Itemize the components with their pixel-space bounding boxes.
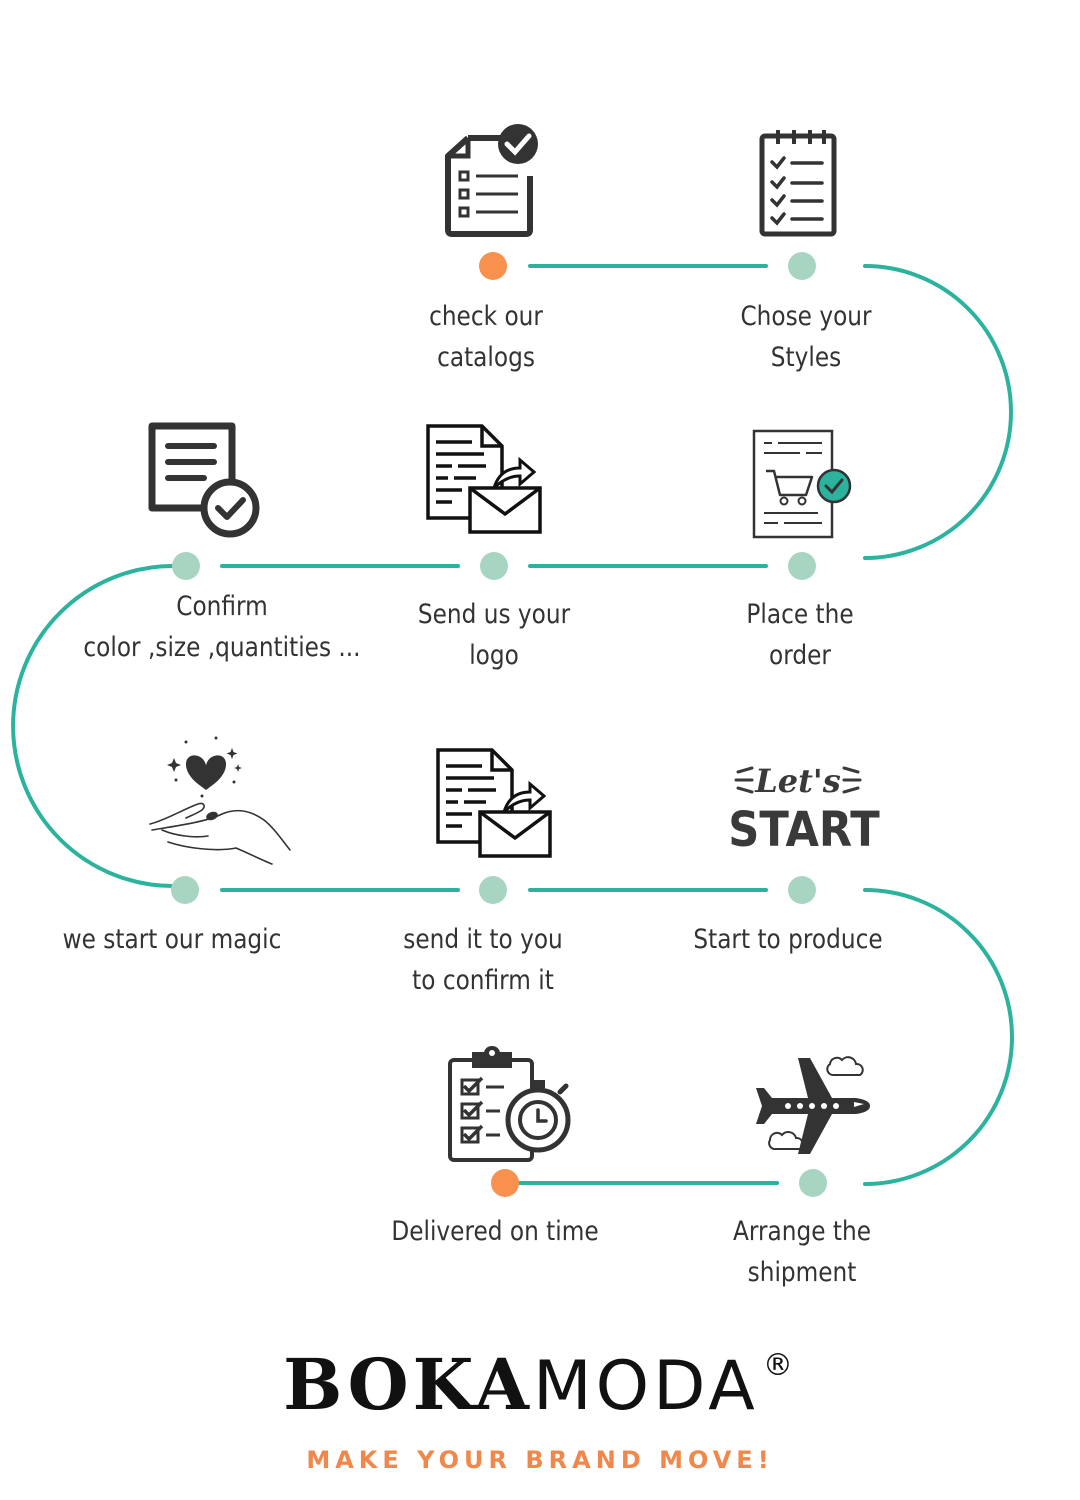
- order-cart-document-icon: [752, 429, 852, 539]
- start-text: START: [730, 802, 880, 858]
- step-dot: [480, 552, 508, 580]
- step-dot: [171, 876, 199, 904]
- step-dot: [799, 1169, 827, 1197]
- lets-start-icon: Let's START: [730, 762, 880, 858]
- connector-curve-right: [863, 888, 1014, 1186]
- connector-curve-right: [863, 264, 1013, 560]
- lets-text: Let's: [754, 762, 840, 800]
- step-label-delivered: Delivered on time: [391, 1216, 599, 1247]
- brand-logo-bold: BOKA: [283, 1343, 533, 1426]
- connector-curve-left: [11, 564, 175, 888]
- step-dot-start: [479, 252, 507, 280]
- step-dot: [788, 876, 816, 904]
- step-label-start-magic: we start our magic: [62, 924, 282, 955]
- step-dot: [479, 876, 507, 904]
- checklist-doc-icon: [445, 124, 538, 237]
- registered-mark: ®: [762, 1348, 797, 1383]
- brand-logo-light: MODA: [532, 1347, 759, 1426]
- step-label-start-produce: Start to produce: [693, 924, 883, 955]
- step-dot: [172, 552, 200, 580]
- brand-logo: BOKAMODA®: [0, 1343, 1080, 1433]
- clipboard-stopwatch-icon: [448, 1046, 571, 1162]
- brand-tagline: MAKE YOUR BRAND MOVE!: [306, 1446, 774, 1474]
- document-send-mail-icon: [436, 748, 552, 858]
- document-send-mail-icon: [426, 424, 542, 534]
- step-dot-end: [491, 1169, 519, 1197]
- hand-heart-icon: [149, 736, 291, 865]
- notepad-checklist-icon: [759, 130, 837, 237]
- document-check-icon: [148, 422, 260, 538]
- airplane-icon: [756, 1056, 870, 1154]
- step-dot: [788, 552, 816, 580]
- step-dot: [788, 252, 816, 280]
